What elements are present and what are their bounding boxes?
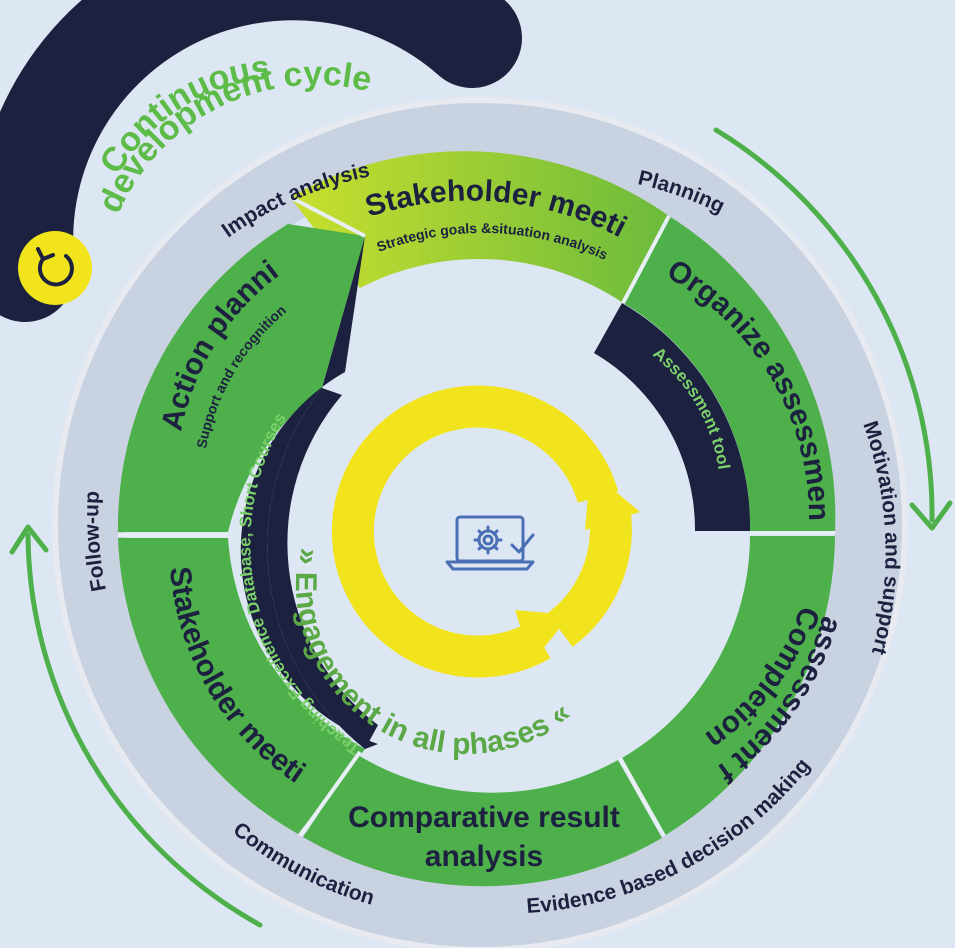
laptop-gear-check-icon xyxy=(445,515,535,571)
left-cycle-arrow xyxy=(9,524,263,928)
outer-ring xyxy=(52,97,908,948)
segment-stakeholder-top xyxy=(290,151,669,303)
segment-stakeholder-left xyxy=(118,538,365,834)
teaching-db-bar xyxy=(240,236,378,749)
segment-comparative-line2: analysis xyxy=(425,840,543,873)
segment-dividers xyxy=(118,195,835,838)
segment-comparative-line1: Comparative result xyxy=(348,801,620,834)
continuous-cycle-banner xyxy=(0,0,522,322)
cycle-arrow-icon xyxy=(18,231,92,305)
segment-comparative-analysis xyxy=(303,755,662,887)
segment-completion-forms xyxy=(622,536,835,836)
right-cycle-arrow xyxy=(713,127,953,531)
assessment-tool-bar xyxy=(594,303,751,531)
center-cycle-ring xyxy=(331,385,640,678)
segment-action-planning xyxy=(117,224,366,532)
segment-organize-assessments xyxy=(623,216,836,531)
